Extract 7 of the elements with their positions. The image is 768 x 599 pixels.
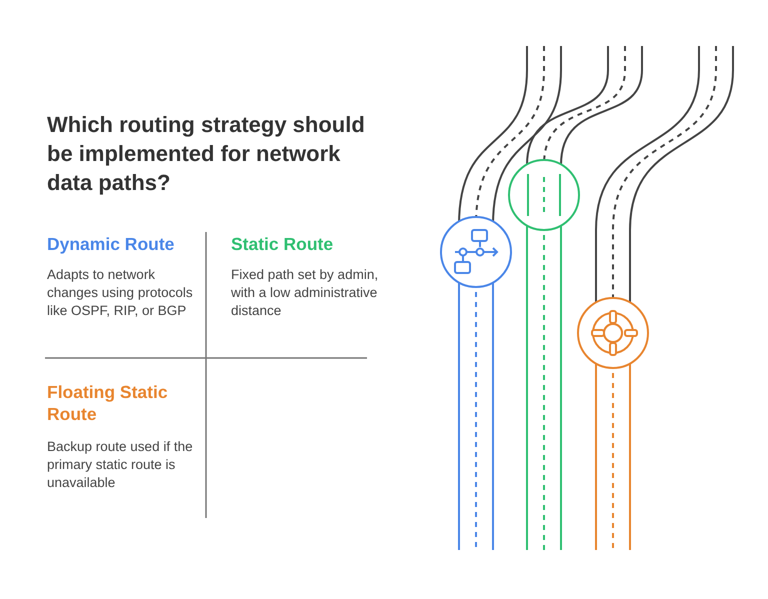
option-description: Backup route used if the primary static route is unavailable (47, 438, 194, 492)
option-heading: Floating Static Route (47, 381, 169, 425)
title: Which routing strategy should be implemented for network data paths? (47, 111, 366, 197)
option-description: Fixed path set by admin, with a low administrative distance (231, 266, 380, 320)
option-description: Adapts to network changes using protocols like OSPF, RIP, or BGP (47, 266, 194, 320)
option-heading: Dynamic Route (47, 233, 176, 255)
option-heading: Static Route (231, 233, 334, 255)
